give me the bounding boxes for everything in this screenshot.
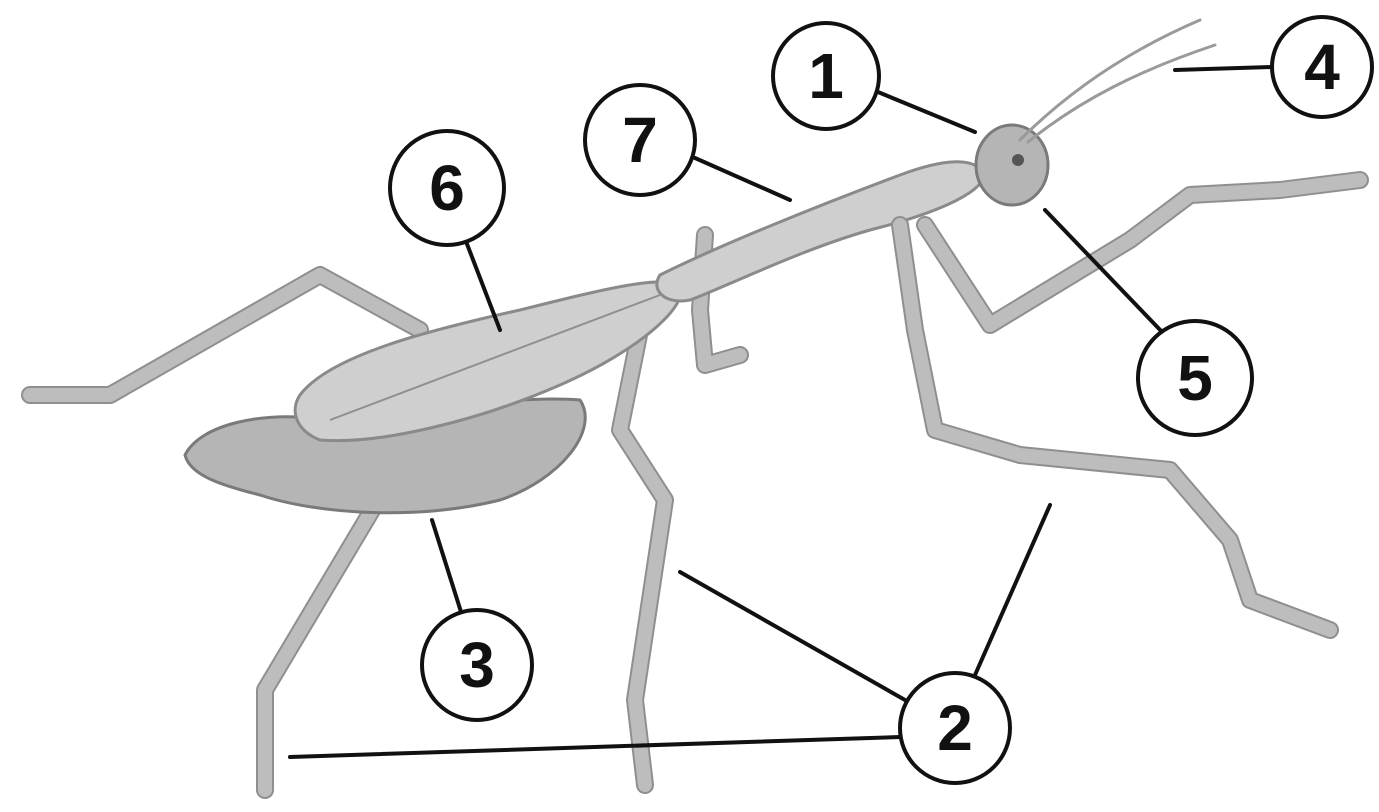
leader-3 xyxy=(432,520,462,615)
callout-4: 4 xyxy=(1272,17,1372,117)
front-leg-upper xyxy=(925,180,1360,325)
callout-3: 3 xyxy=(422,610,532,720)
eye xyxy=(1012,154,1024,166)
leader-7 xyxy=(695,158,790,200)
callout-6-text: 6 xyxy=(429,152,465,224)
callout-6: 6 xyxy=(390,131,504,245)
leader-2a xyxy=(975,505,1050,675)
leader-1 xyxy=(878,92,975,132)
callout-1: 1 xyxy=(773,23,879,129)
callout-7: 7 xyxy=(585,85,695,195)
middle-leg-down xyxy=(620,330,665,785)
leader-4 xyxy=(1175,67,1272,70)
callout-5-text: 5 xyxy=(1177,342,1213,414)
callout-5: 5 xyxy=(1138,321,1252,435)
leader-2b xyxy=(680,572,905,700)
callout-3-text: 3 xyxy=(459,629,495,701)
callout-4-text: 4 xyxy=(1304,31,1340,103)
antenna-1 xyxy=(1020,20,1200,140)
callout-2: 2 xyxy=(900,673,1010,783)
callout-1-text: 1 xyxy=(808,40,844,112)
leader-2c xyxy=(290,737,900,757)
callout-2-text: 2 xyxy=(937,692,973,764)
head-shape xyxy=(976,125,1048,205)
callout-7-text: 7 xyxy=(622,104,658,176)
